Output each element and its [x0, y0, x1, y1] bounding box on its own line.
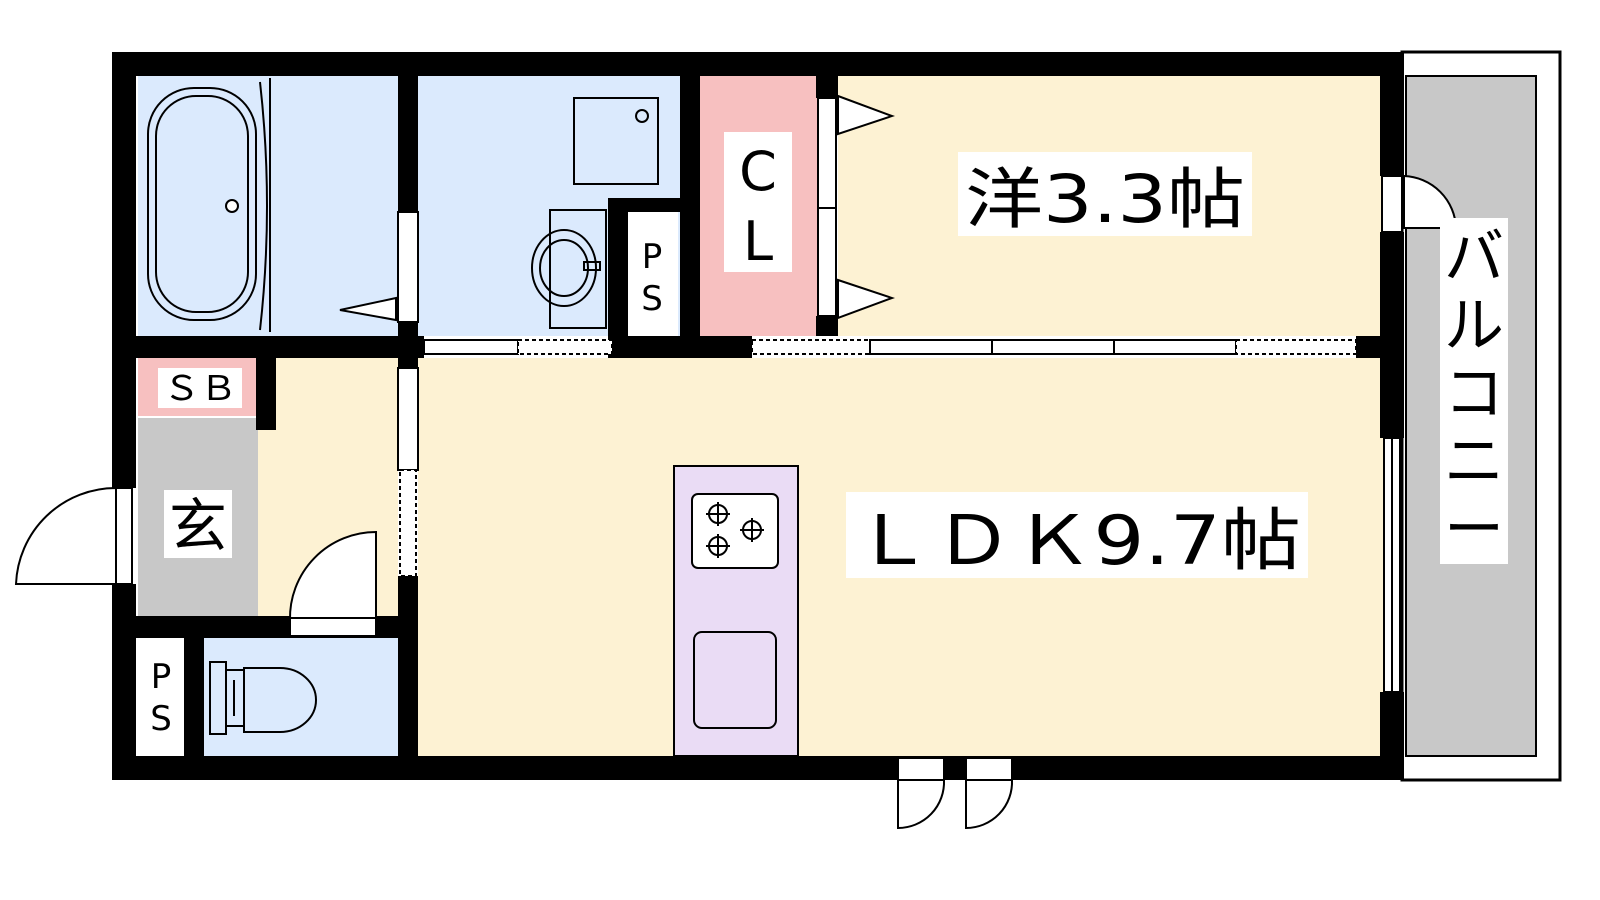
western-room-label: 洋3.3帖 — [958, 152, 1252, 238]
entrance-text: 玄 — [169, 492, 227, 560]
swing-doors — [14, 174, 1458, 830]
kitchen-counter — [673, 465, 799, 757]
western-room-text: 洋3.3帖 — [965, 161, 1245, 238]
pipe-space-lower-label: P S — [150, 657, 172, 739]
closet-label-line2: L — [743, 210, 773, 273]
pipe-space-upper-line1: P — [642, 237, 663, 277]
pipe-space-lower-line1: P — [151, 657, 172, 697]
balcony-char-1: バ — [1444, 223, 1504, 293]
wash-basin — [531, 209, 607, 329]
pipe-space-lower-line2: S — [150, 699, 172, 739]
pipe-space-upper-line2: S — [641, 279, 663, 319]
ldk-text: ＬＤＫ9.7帖 — [853, 502, 1301, 581]
washing-machine — [573, 97, 659, 185]
balcony-char-5: ー — [1444, 495, 1504, 565]
balcony-char-2: ル — [1444, 291, 1504, 361]
entrance-label: 玄 — [164, 490, 232, 560]
pipe-space-lower-floor — [138, 638, 184, 756]
toilet-floor — [204, 638, 398, 756]
walls — [112, 52, 1404, 780]
door-triangles — [339, 94, 896, 322]
shoe-box-text: ＳＢ — [163, 369, 237, 409]
balcony-char-3: コ — [1444, 359, 1504, 429]
shoe-box-label: ＳＢ — [158, 368, 242, 409]
closet-label-line1: C — [739, 140, 777, 203]
pipe-space-upper-label: P S — [641, 237, 663, 319]
bathtub — [147, 78, 271, 332]
closet-label: C L — [724, 132, 792, 273]
toilet — [209, 661, 317, 735]
balcony-label: バ ル コ ニ ー — [1440, 218, 1508, 565]
balcony-char-4: ニ — [1444, 427, 1504, 497]
sliding-doors — [397, 97, 1403, 693]
pipe-space-upper-floor — [628, 212, 678, 336]
ldk-label: ＬＤＫ9.7帖 — [846, 492, 1308, 581]
